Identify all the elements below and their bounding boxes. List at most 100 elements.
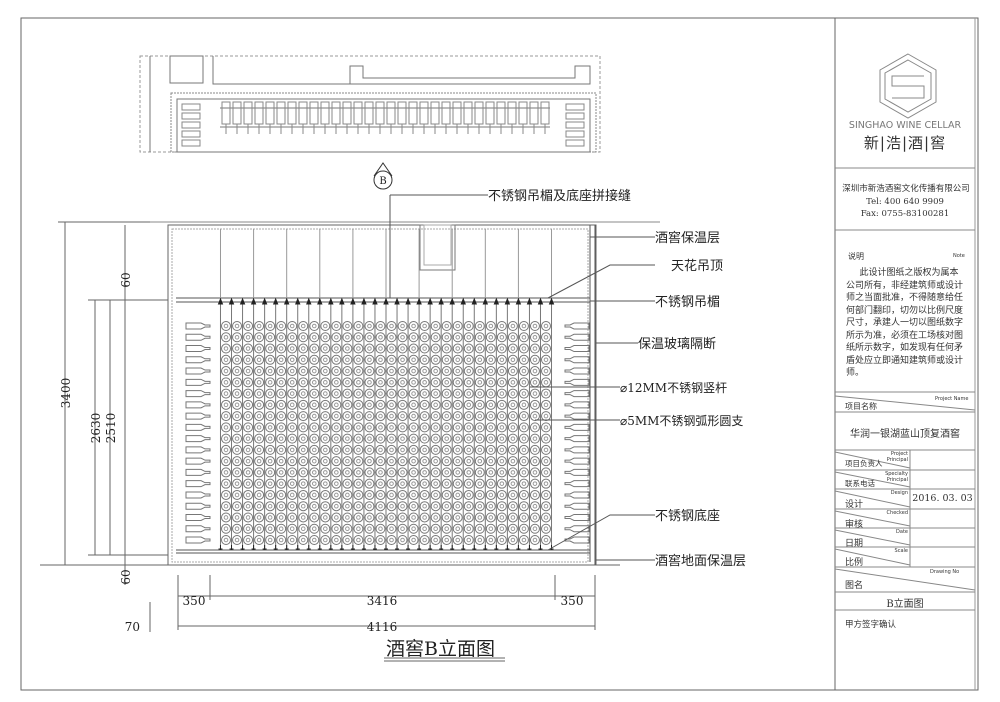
bottle-end bbox=[430, 388, 441, 399]
bottle-end bbox=[342, 343, 353, 354]
bottle-end bbox=[309, 377, 320, 388]
bottle-end bbox=[254, 456, 265, 467]
bottle-end bbox=[452, 535, 463, 545]
bottle-neck bbox=[267, 402, 273, 408]
bottle-neck bbox=[223, 436, 229, 441]
bottle-end bbox=[276, 422, 287, 433]
bottle-end bbox=[529, 422, 540, 433]
bottle-neck bbox=[278, 515, 284, 520]
bottle-neck bbox=[300, 526, 306, 532]
bottle-neck bbox=[510, 470, 516, 475]
bottle-neck bbox=[433, 380, 438, 385]
bottle-neck bbox=[223, 413, 229, 419]
bottle-neck bbox=[466, 447, 472, 453]
bottle-neck bbox=[334, 346, 339, 351]
bottle-end bbox=[529, 388, 540, 399]
bottle-end bbox=[298, 399, 309, 410]
bottle-end bbox=[331, 411, 342, 422]
bottle-end bbox=[375, 399, 386, 410]
bottle-neck bbox=[411, 470, 416, 475]
plan-bottle bbox=[243, 101, 253, 125]
bottle-neck bbox=[532, 503, 538, 509]
plan-bottle bbox=[518, 101, 528, 125]
bottle-end bbox=[254, 444, 265, 455]
bottle-neck bbox=[323, 368, 328, 374]
bottle-end bbox=[541, 411, 551, 422]
bottle-end bbox=[430, 467, 441, 478]
client-signoff: 甲方签字确认 bbox=[845, 620, 897, 630]
bottle-neck bbox=[389, 436, 394, 441]
bottle-end bbox=[265, 366, 276, 377]
bottle-neck bbox=[356, 537, 361, 543]
bottle-neck bbox=[378, 436, 383, 441]
bottle-neck bbox=[300, 334, 306, 340]
bottle-neck bbox=[521, 526, 527, 532]
bottle-end bbox=[276, 411, 287, 422]
side-bottle-left bbox=[185, 480, 211, 488]
bottle-neck bbox=[543, 380, 549, 385]
plan-bottle bbox=[254, 101, 264, 125]
bottle-neck bbox=[300, 346, 306, 351]
bottle-end bbox=[298, 354, 309, 365]
bottle-neck bbox=[521, 346, 527, 351]
bottle-end bbox=[419, 456, 430, 467]
bottle-end bbox=[408, 411, 419, 422]
bottle-end bbox=[375, 332, 386, 343]
bottle-neck bbox=[245, 481, 251, 486]
bottle-neck bbox=[267, 323, 273, 329]
bottle-neck bbox=[510, 537, 516, 543]
bottle-end bbox=[232, 321, 243, 331]
bottle-neck bbox=[311, 470, 317, 475]
bottle-neck bbox=[422, 470, 427, 475]
bottle-neck bbox=[422, 436, 427, 441]
bottle-neck bbox=[278, 503, 284, 509]
bottle-neck bbox=[367, 447, 372, 453]
bottle-neck bbox=[543, 492, 549, 498]
bottle-end bbox=[485, 321, 496, 331]
bottle-neck bbox=[389, 425, 394, 430]
bottle-neck bbox=[455, 346, 461, 351]
bottle-end bbox=[320, 377, 331, 388]
bottle-end bbox=[397, 343, 408, 354]
rod-cap bbox=[537, 297, 544, 305]
bottle-neck bbox=[356, 413, 361, 419]
bottle-neck bbox=[422, 402, 427, 408]
bottle-end bbox=[298, 321, 309, 331]
dim-60-top: 60 bbox=[119, 272, 133, 287]
bottle-neck bbox=[367, 368, 372, 374]
tb-row-label: 项目负责人 bbox=[845, 459, 883, 468]
plan-bottle bbox=[540, 101, 550, 125]
bottle-end bbox=[474, 354, 485, 365]
plan-bottle bbox=[496, 101, 506, 125]
logo-text-en: SINGHAO WINE CELLAR bbox=[848, 120, 962, 131]
bottle-end bbox=[298, 343, 309, 354]
side-bottle-right bbox=[564, 468, 590, 476]
bottle-end bbox=[243, 501, 254, 512]
bottle-end bbox=[496, 523, 507, 534]
bottle-neck bbox=[267, 380, 273, 385]
bottle-end bbox=[419, 388, 430, 399]
bottle-end bbox=[265, 433, 276, 444]
bottle-end bbox=[375, 501, 386, 512]
bottle-end bbox=[309, 444, 320, 455]
bottle-end bbox=[507, 332, 518, 343]
bottle-end bbox=[386, 388, 397, 399]
bottle-neck bbox=[334, 492, 339, 498]
rod-base bbox=[494, 545, 499, 550]
bottle-end bbox=[298, 467, 309, 478]
rod-cap bbox=[217, 297, 224, 305]
bottle-neck bbox=[234, 503, 240, 509]
bottle-end bbox=[518, 467, 529, 478]
side-bottle-right bbox=[564, 513, 590, 521]
bottle-end bbox=[419, 411, 430, 422]
bottle-end bbox=[507, 321, 518, 331]
drawing-title: 酒窖B立面图 bbox=[386, 638, 495, 660]
bottle-neck bbox=[422, 357, 427, 363]
plan-side-bottle bbox=[181, 103, 201, 111]
bottle-neck bbox=[389, 526, 394, 532]
bottle-end bbox=[441, 523, 452, 534]
bottle-neck bbox=[477, 526, 483, 532]
bottle-neck bbox=[477, 346, 483, 351]
bottle-end bbox=[309, 489, 320, 500]
bottle-neck bbox=[499, 537, 505, 543]
